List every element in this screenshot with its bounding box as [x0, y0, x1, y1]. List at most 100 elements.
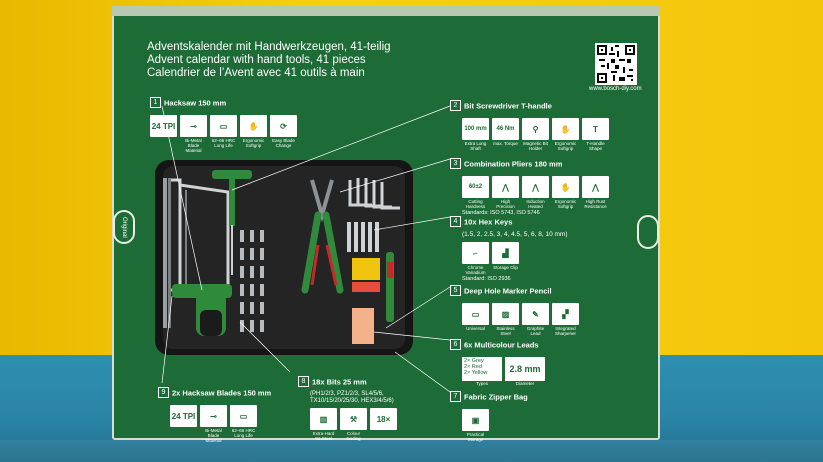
feature-storage-clip: ▟Storage Clip: [492, 242, 519, 275]
qr-code: [595, 43, 637, 85]
lead-type: 2× Yellow: [464, 370, 488, 376]
bit-types-line: TX10/15/20/25/30, HEX3/4/5/6): [310, 398, 394, 404]
feature-chrome-vanadium: ⌐Chrome Vanadium: [462, 242, 489, 275]
feature-tile: 18×: [370, 408, 397, 430]
callout-title: Hacksaw 150 mm: [164, 98, 227, 108]
headline-fr: Calendrier de l’Avent avec 41 outils à m…: [147, 67, 365, 79]
marker-pencil-illustration: [386, 252, 394, 322]
pliers-icon: ⋀: [522, 176, 549, 198]
feature-label: Graphite Lead: [526, 326, 545, 336]
feature-tile: 46 Nm: [492, 118, 519, 140]
feature-label: Cutting Hardness: [465, 199, 486, 209]
callout-number: 9: [158, 387, 169, 399]
callout-number: 1: [150, 97, 161, 109]
feature-label: max. Torque: [493, 141, 518, 146]
blade-icon: ⊸: [200, 405, 227, 427]
lead-diameter: 2.8 mm: [505, 357, 545, 381]
feature-label: High Precision: [496, 199, 515, 209]
feature-long-life: ▭62–66 HRC Long Life: [210, 115, 237, 153]
side-tab-text: Original: [121, 216, 127, 238]
feature-label: Induction Heated: [526, 199, 545, 209]
pliers-icon: ⋀: [492, 176, 519, 198]
sharpener-icon: ▞: [552, 303, 579, 325]
callout-number: 5: [450, 285, 461, 297]
feature-label: Integrated Sharpener: [554, 326, 576, 336]
feature-label: T-Handle Shape: [586, 141, 605, 151]
feature-long-life: ▭62–66 HRC Long Life: [230, 405, 257, 443]
callout-number: 6: [450, 339, 461, 351]
hacksaw-illustration: [170, 178, 232, 336]
feature-softgrip: ✋Ergonomic Softgrip: [552, 118, 579, 151]
feature-sharpener: ▞Integrated Sharpener: [552, 303, 579, 336]
feature-label: Ergonomic Softgrip: [554, 199, 577, 209]
feature-label: Bi-Metal Blade Material: [205, 428, 222, 443]
feature-bit-count: 18×: [370, 408, 397, 441]
feature-tile: 24 TPI: [150, 115, 177, 137]
lead-diameter-label: Diameter: [515, 381, 535, 386]
hand-icon: ✋: [552, 118, 579, 140]
feature-label: Practical Storage: [466, 432, 485, 442]
magnet-icon: ⚲: [522, 118, 549, 140]
lead-type: 2× Grey: [464, 358, 484, 364]
feature-tile: 100 mm: [462, 118, 489, 140]
feature-label: Stainless Steel: [496, 326, 515, 336]
feature-label: Extra Long Shaft: [464, 141, 487, 151]
feature-tpi: 24 TPI: [150, 115, 177, 153]
feature-induction: ⋀Induction Heated: [522, 176, 549, 209]
feature-tile: 24 TPI: [170, 405, 197, 427]
feature-label: 62–66 HRC Long Life: [211, 138, 236, 148]
feature-softgrip: ✋Ergonomic Softgrip: [552, 176, 579, 209]
blade-icon: ▭: [210, 115, 237, 137]
headline-en: Advent calendar with hand tools, 41 piec…: [147, 54, 366, 66]
hex-keys-lower: [347, 222, 379, 252]
feature-label: Ergonomic Softgrip: [242, 138, 265, 148]
pliers-icon: ⋀: [582, 176, 609, 198]
bits-illustration: [240, 230, 264, 332]
t-handle-screwdriver-illustration: [212, 170, 252, 275]
pencil-icon: ▭: [462, 303, 489, 325]
feature-label: High Rust Resistance: [584, 199, 607, 209]
feature-label: Ergonomic Softgrip: [554, 141, 577, 151]
pencil-icon: ✎: [522, 303, 549, 325]
feature-s2-steel: ▥Extra-Hard S2 Steel: [310, 408, 337, 441]
callout-number: 3: [450, 158, 461, 170]
callout-title: 10x Hex Keys: [464, 217, 513, 227]
box-top-edge: [112, 6, 660, 16]
callout-lines: [161, 105, 451, 393]
feature-icons: ▥Extra-Hard S2 Steel ⚒Colour Coding 18×: [310, 408, 397, 441]
feature-stainless: ▨Stainless Steel: [492, 303, 519, 336]
feature-magnetic: ⚲Magnetic Bit Holder: [522, 118, 549, 151]
feature-label: Colour Coding: [346, 431, 361, 441]
callout-title: 6x Multicolour Leads: [464, 340, 539, 350]
lead-types-label: Types: [475, 381, 488, 386]
feature-icons: 24 TPI ⊸Bi-Metal Blade Material ▭62–66 H…: [150, 115, 297, 153]
callout-title: 2x Hacksaw Blades 150 mm: [172, 388, 272, 398]
callout-number: 2: [450, 100, 461, 112]
feature-label: Extra-Hard S2 Steel: [312, 431, 335, 441]
callout-number: 4: [450, 216, 461, 228]
feature-label: Universal: [466, 326, 485, 331]
feature-colour-coding: ⚒Colour Coding: [340, 408, 367, 441]
website-url: www.bosch-diy.com: [589, 86, 642, 92]
tools-icon: ⚒: [340, 408, 367, 430]
bag-icon: ▣: [462, 409, 489, 431]
feature-blade-change: ⟳Easy Blade Change: [270, 115, 297, 153]
hand-icon: ✋: [240, 115, 267, 137]
headline: Adventskalender mit Handwerkzeugen, 41-t…: [147, 41, 391, 80]
feature-rust: ⋀High Rust Resistance: [582, 176, 609, 209]
callout-number: 7: [450, 391, 461, 403]
feature-universal: ▭Universal: [462, 303, 489, 336]
